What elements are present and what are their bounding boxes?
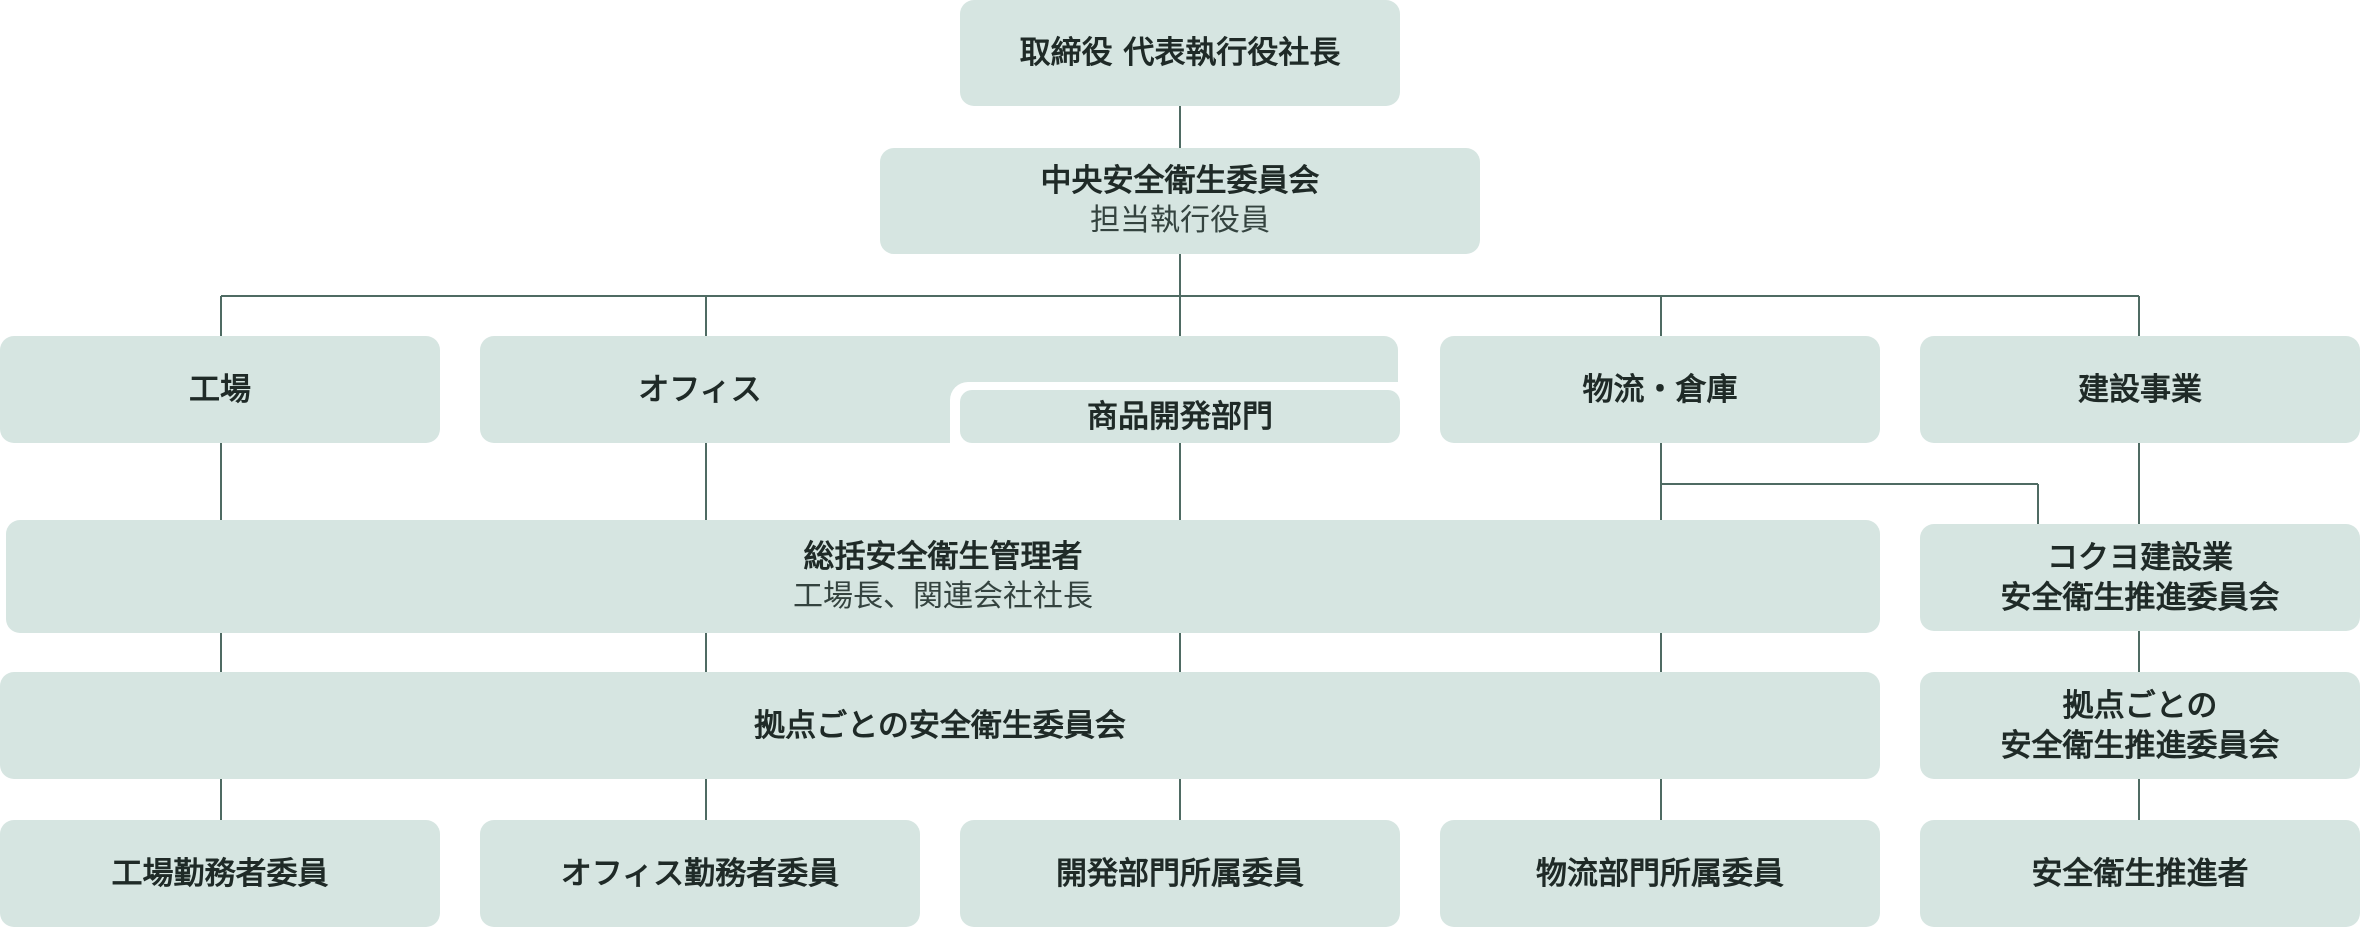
member-dev-box: 開発部門所属委員: [960, 820, 1400, 927]
central-committee-title: 中央安全衛生委員会: [1040, 163, 1320, 199]
site-committee-box: 拠点ごとの安全衛生委員会: [0, 672, 1880, 779]
division-office-label: オフィス: [638, 371, 762, 408]
member-factory-label: 工場勤務者委員: [111, 855, 329, 892]
division-logistics-box: 物流・倉庫: [1440, 336, 1880, 443]
general-manager-sub: 工場長、関連会社社長: [793, 578, 1093, 614]
member-factory-box: 工場勤務者委員: [0, 820, 440, 927]
general-manager-title: 総括安全衛生管理者: [803, 538, 1083, 575]
general-manager-box: 総括安全衛生管理者 工場長、関連会社社長: [6, 520, 1880, 633]
construction-committee-line2: 安全衛生推進委員会: [2000, 579, 2280, 616]
member-logistics-box: 物流部門所属委員: [1440, 820, 1880, 927]
site-committee-label: 拠点ごとの安全衛生委員会: [754, 707, 1126, 744]
ceo-label: 取締役 代表執行役社長: [1019, 35, 1341, 71]
member-promoter-label: 安全衛生推進者: [2031, 855, 2249, 892]
division-construction-label: 建設事業: [2078, 371, 2202, 408]
ceo-box: 取締役 代表執行役社長: [960, 0, 1400, 106]
construction-site-committee-line1: 拠点ごとの: [2062, 687, 2218, 724]
division-productdev-box: 商品開発部門: [960, 390, 1400, 443]
member-office-label: オフィス勤務者委員: [560, 855, 840, 892]
construction-site-committee-box: 拠点ごとの 安全衛生推進委員会: [1920, 672, 2360, 779]
member-logistics-label: 物流部門所属委員: [1536, 855, 1784, 892]
division-productdev-label: 商品開発部門: [1087, 398, 1273, 435]
division-construction-box: 建設事業: [1920, 336, 2360, 443]
member-office-box: オフィス勤務者委員: [480, 820, 920, 927]
division-factory-label: 工場: [189, 371, 251, 408]
construction-committee-line1: コクヨ建設業: [2047, 539, 2233, 576]
division-logistics-label: 物流・倉庫: [1582, 371, 1738, 408]
construction-committee-box: コクヨ建設業 安全衛生推進委員会: [1920, 524, 2360, 631]
division-factory-box: 工場: [0, 336, 440, 443]
member-dev-label: 開発部門所属委員: [1056, 855, 1304, 892]
member-promoter-box: 安全衛生推進者: [1920, 820, 2360, 927]
central-committee-box: 中央安全衛生委員会 担当執行役員: [880, 148, 1480, 254]
construction-site-committee-line2: 安全衛生推進委員会: [2000, 727, 2280, 764]
central-committee-sub: 担当執行役員: [1090, 203, 1270, 238]
